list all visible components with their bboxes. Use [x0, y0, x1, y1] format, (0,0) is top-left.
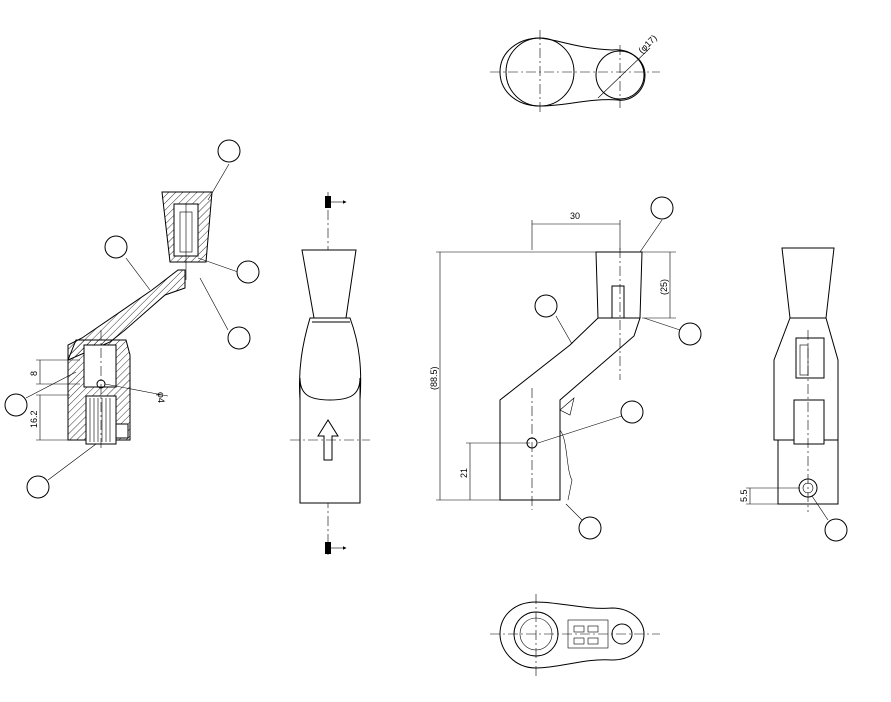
balloon-4: [227, 326, 251, 350]
height-21-label: 21: [459, 468, 469, 478]
bottom-view: [490, 594, 660, 676]
front-view: [290, 192, 370, 555]
section-view: φ4 8 16.2: [29, 191, 213, 450]
section-lower-height-label: 16.2: [29, 410, 39, 428]
balloon-9: [678, 322, 702, 346]
balloons: [4, 139, 848, 542]
height-25-label: (25): [659, 279, 669, 295]
balloon-6: [26, 475, 50, 499]
balloon-5: [4, 393, 28, 417]
small-height-label: 5.5: [739, 489, 749, 502]
width-30-label: 30: [570, 211, 580, 221]
balloon-8: [534, 294, 558, 318]
balloon-1: [217, 139, 241, 163]
side-view: 30 (25) (88.5) 21: [429, 211, 676, 510]
section-upper-height-label: 8: [29, 371, 39, 376]
balloon-3: [236, 260, 260, 284]
balloon-7: [650, 196, 674, 220]
thread-lines: [89, 398, 111, 442]
balloon-11: [578, 516, 602, 540]
balloon-12: [824, 518, 848, 542]
top-view: (φ17): [490, 30, 660, 115]
hole-diameter-label: φ4: [156, 392, 166, 403]
balloon-2: [104, 235, 128, 259]
top-diameter-label: (φ17): [636, 33, 659, 56]
end-view: 5.5: [739, 247, 839, 512]
overall-height-label: (88.5): [429, 366, 439, 390]
balloon-10: [620, 400, 644, 424]
